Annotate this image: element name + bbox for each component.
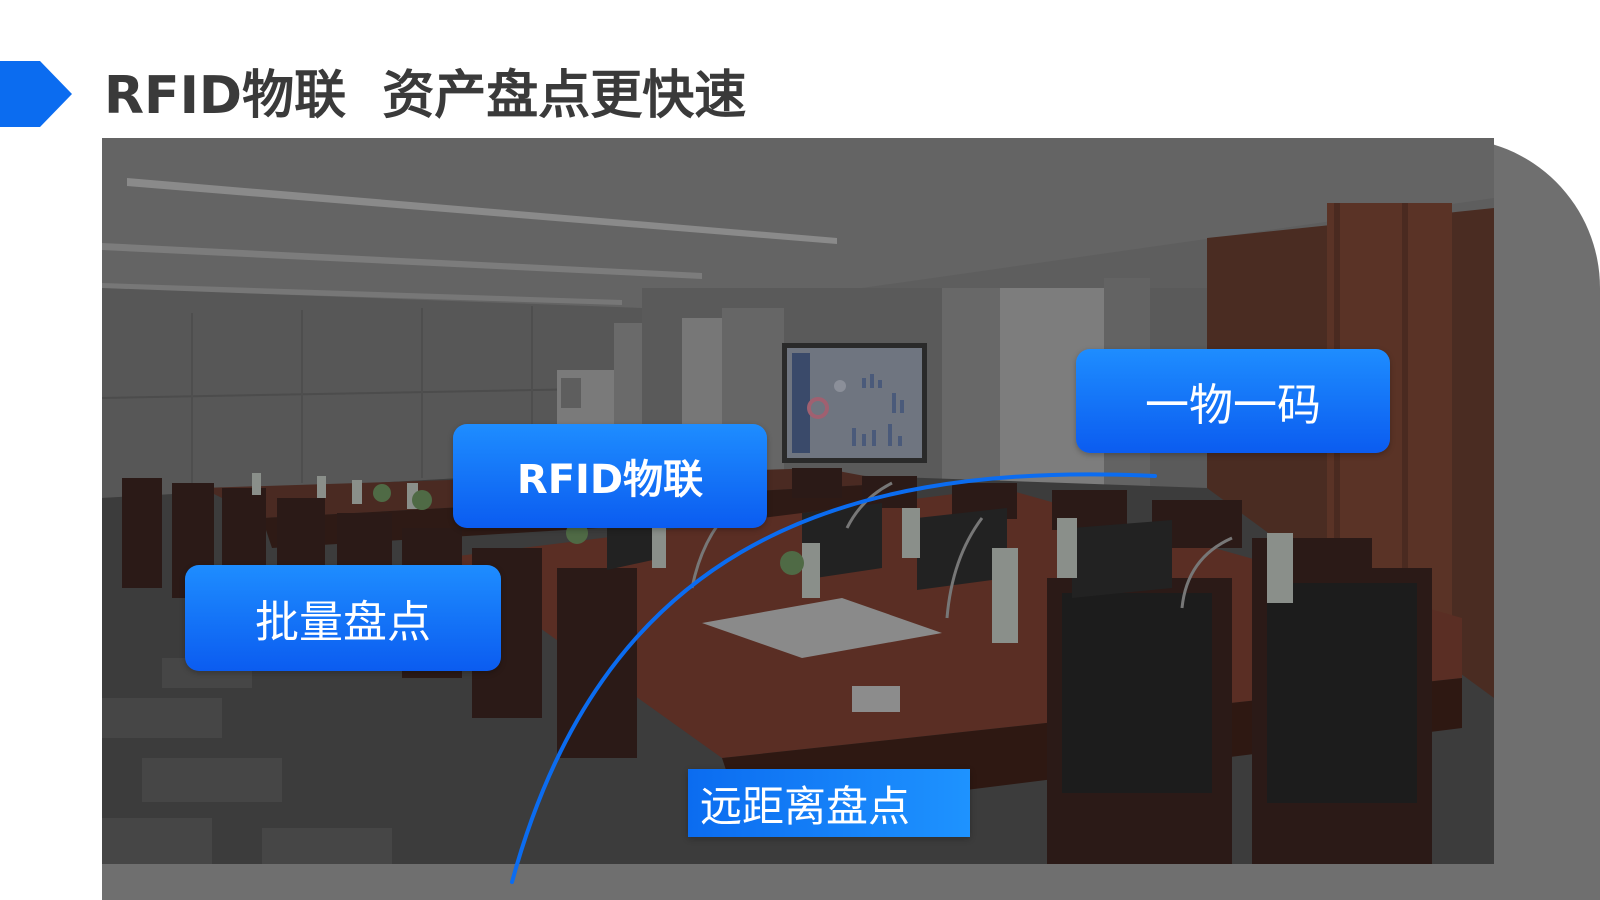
tag-batch-inventory: 批量盘点 bbox=[185, 565, 501, 671]
chevron-arrow-icon bbox=[0, 61, 72, 127]
tag-one-item-one-code: 一物一码 bbox=[1076, 349, 1390, 453]
bottom-left-notch bbox=[0, 762, 102, 900]
tag-rfid-iot: RFID物联 bbox=[453, 424, 767, 528]
page-title: RFID物联 资产盘点更快速 bbox=[104, 66, 747, 126]
tag-remote-inventory: 远距离盘点 bbox=[688, 769, 970, 837]
conference-room-illustration bbox=[102, 138, 1494, 864]
conference-room-photo bbox=[102, 138, 1494, 864]
